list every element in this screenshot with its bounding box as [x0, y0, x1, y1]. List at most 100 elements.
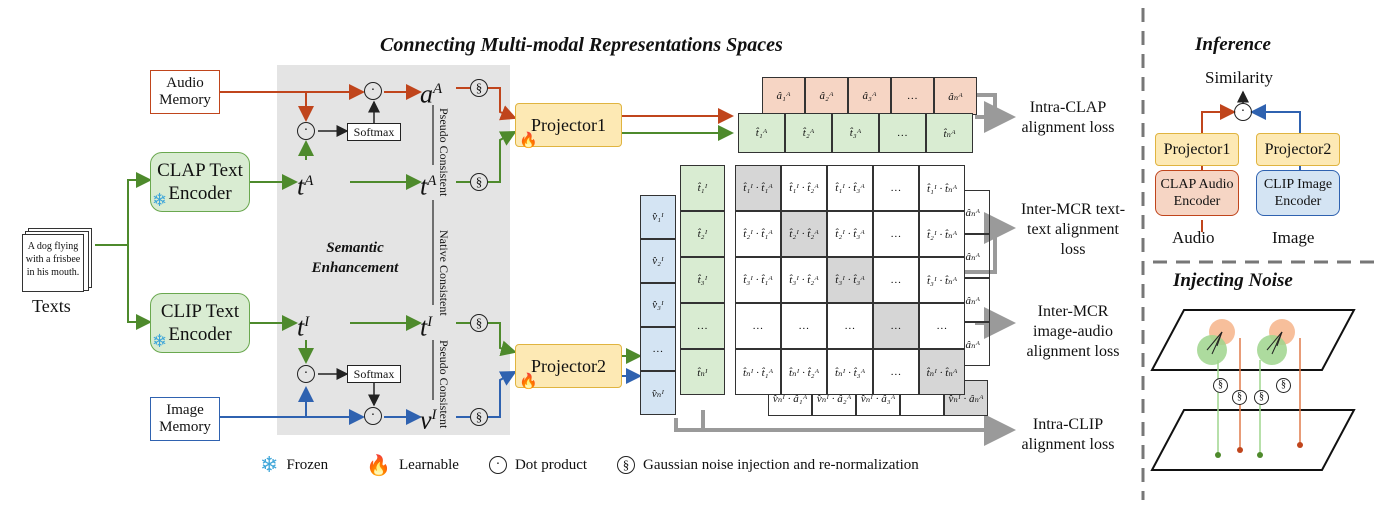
text-col-cell-3: t̂₃ᴵ — [680, 257, 725, 303]
text-cell-2: t̂₂ᴬ — [785, 113, 832, 153]
tt-1-4: … — [873, 165, 919, 211]
tt-5-5: t̂ₙᴵ · t̂ₙᴬ — [919, 349, 965, 395]
visual-cell-4: … — [640, 327, 676, 371]
upper-plane — [1150, 309, 1356, 371]
symbol-tI: tI — [420, 312, 433, 342]
softmax-box-top: Softmax — [347, 123, 401, 141]
tt-2-1: t̂₂ᴵ · t̂₁ᴬ — [735, 211, 781, 257]
flame-icon: 🔥 — [519, 374, 538, 390]
tt-3-1: t̂₃ᴵ · t̂₁ᴬ — [735, 257, 781, 303]
clap-text-encoder: CLAP Text Encoder — [150, 152, 250, 212]
legend-gaussian: Gaussian noise injection and re-normaliz… — [643, 456, 919, 473]
dot-product-icon: · — [297, 122, 315, 140]
clap-text-encoder-label: CLAP Text Encoder — [157, 160, 243, 204]
clip-text-encoder: CLIP Text Encoder — [150, 293, 250, 353]
text-cell-1: t̂₁ᴬ — [738, 113, 785, 153]
tt-2-5: t̂₂ᴵ · t̂ₙᴬ — [919, 211, 965, 257]
tt-2-4: … — [873, 211, 919, 257]
text-cell-3: t̂₃ᴬ — [832, 113, 879, 153]
audio-cell-4: … — [891, 77, 934, 115]
gaussian-noise-icon: § — [1254, 390, 1269, 405]
intra-clip-loss-label: Intra-CLIP alignment loss — [1021, 416, 1115, 453]
dot-product-icon: · — [297, 365, 315, 383]
gaussian-noise-icon: § — [470, 314, 488, 332]
gaussian-noise-icon: § — [1276, 378, 1291, 393]
text-col-cell-1: t̂₁ᴵ — [680, 165, 725, 211]
inference-title: Inference — [1195, 34, 1271, 55]
flame-icon: 🔥 — [519, 133, 538, 149]
tt-1-3: t̂₁ᴵ · t̂₃ᴬ — [827, 165, 873, 211]
tt-3-2: t̂₃ᴵ · t̂₂ᴬ — [781, 257, 827, 303]
audio-cell-3: â₃ᴬ — [848, 77, 891, 115]
gaussian-noise-icon: § — [1213, 378, 1228, 393]
symbol-aA: aA — [420, 79, 443, 109]
softmax-box-bottom: Softmax — [347, 365, 401, 383]
pseudo-consistent-bottom: Pseudo Consistent — [437, 340, 451, 429]
gaussian-noise-icon: § — [1232, 390, 1247, 405]
tt-1-1: t̂₁ᴵ · t̂₁ᴬ — [735, 165, 781, 211]
dot-product-icon: · — [1234, 103, 1252, 121]
symbol-vI: vI — [420, 405, 437, 435]
tt-5-2: t̂ₙᴵ · t̂₂ᴬ — [781, 349, 827, 395]
dot-product-icon: · — [364, 407, 382, 425]
audio-memory-box: Audio Memory — [150, 70, 220, 114]
main-title: Connecting Multi-modal Representations S… — [380, 34, 783, 56]
inter-mcr-image-audio-loss-label: Inter-MCR image-audio alignment loss — [1026, 303, 1120, 360]
legend-frozen: Frozen — [286, 456, 329, 473]
legend: ❄ Frozen 🔥 Learnable · Dot product § Gau… — [260, 452, 919, 478]
visual-cell-2: v̂₂ᴵ — [640, 239, 676, 283]
snowflake-icon: ❄ — [152, 331, 168, 351]
gaussian-noise-icon: § — [470, 408, 488, 426]
tt-2-3: t̂₂ᴵ · t̂₃ᴬ — [827, 211, 873, 257]
tt-4-4: … — [873, 303, 919, 349]
tt-5-1: t̂ₙᴵ · t̂₁ᴬ — [735, 349, 781, 395]
native-consistent: Native Consistent — [437, 230, 451, 316]
injecting-noise-title: Injecting Noise — [1173, 270, 1293, 291]
tt-1-2: t̂₁ᴵ · t̂₂ᴬ — [781, 165, 827, 211]
tt-4-2: … — [781, 303, 827, 349]
text-cards-stack: A dog flying with a frisbee in his mouth… — [22, 228, 92, 296]
visual-cell-3: v̂₃ᴵ — [640, 283, 676, 327]
snowflake-icon: ❄ — [152, 190, 168, 210]
legend-learnable: Learnable — [399, 456, 459, 473]
audio-cell-5: âₙᴬ — [934, 77, 977, 115]
legend-dot: Dot product — [514, 456, 588, 473]
gaussian-noise-icon: § — [470, 173, 488, 191]
gaussian-noise-icon: § — [617, 456, 636, 474]
gaussian-noise-icon: § — [470, 79, 488, 97]
clip-text-encoder-label: CLIP Text Encoder — [160, 301, 240, 345]
visual-cell-5: v̂ₙᴵ — [640, 371, 676, 415]
texts-label: Texts — [32, 296, 71, 316]
lower-plane — [1150, 409, 1356, 471]
tt-2-2: t̂₂ᴵ · t̂₂ᴬ — [781, 211, 827, 257]
inference-projector2: Projector2 — [1256, 133, 1340, 166]
image-memory-box: Image Memory — [150, 397, 220, 441]
symbol-tA: tA — [420, 171, 437, 201]
intra-clap-loss-label: Intra-CLAP alignment loss — [1021, 99, 1115, 136]
pseudo-consistent-top: Pseudo Consistent — [437, 108, 451, 197]
similarity-label: Similarity — [1205, 68, 1273, 87]
projector2-box: Projector2 — [515, 344, 622, 388]
image-input-label: Image — [1272, 228, 1315, 247]
visual-cell-1: v̂₁ᴵ — [640, 195, 676, 239]
audio-cell-2: â₂ᴬ — [805, 77, 848, 115]
tt-5-4: … — [873, 349, 919, 395]
audio-cell-1: â₁ᴬ — [762, 77, 805, 115]
tt-3-5: t̂₃ᴵ · t̂ₙᴬ — [919, 257, 965, 303]
tt-4-1: … — [735, 303, 781, 349]
flame-icon: 🔥 — [366, 454, 391, 477]
text-col-cell-4: … — [680, 303, 725, 349]
inference-projector1: Projector1 — [1155, 133, 1239, 166]
symbol-tA-left: tA — [297, 171, 314, 201]
text-cell-4: … — [879, 113, 926, 153]
tt-1-5: t̂₁ᴵ · t̂ₙᴬ — [919, 165, 965, 211]
text-col-cell-5: t̂ₙᴵ — [680, 349, 725, 395]
va-bottom-5: v̂ₙᴵ · âₙᴬ — [944, 380, 988, 416]
dot-product-icon: · — [364, 82, 382, 100]
inter-mcr-text-text-loss-label: Inter-MCR text-text alignment loss — [1020, 201, 1126, 258]
text-cell-5: t̂ₙᴬ — [926, 113, 973, 153]
symbol-tI-left: tI — [297, 312, 310, 342]
clap-audio-encoder: CLAP Audio Encoder — [1155, 170, 1239, 216]
tt-3-4: … — [873, 257, 919, 303]
semantic-enhancement-label: Semantic Enhancement — [311, 240, 399, 276]
